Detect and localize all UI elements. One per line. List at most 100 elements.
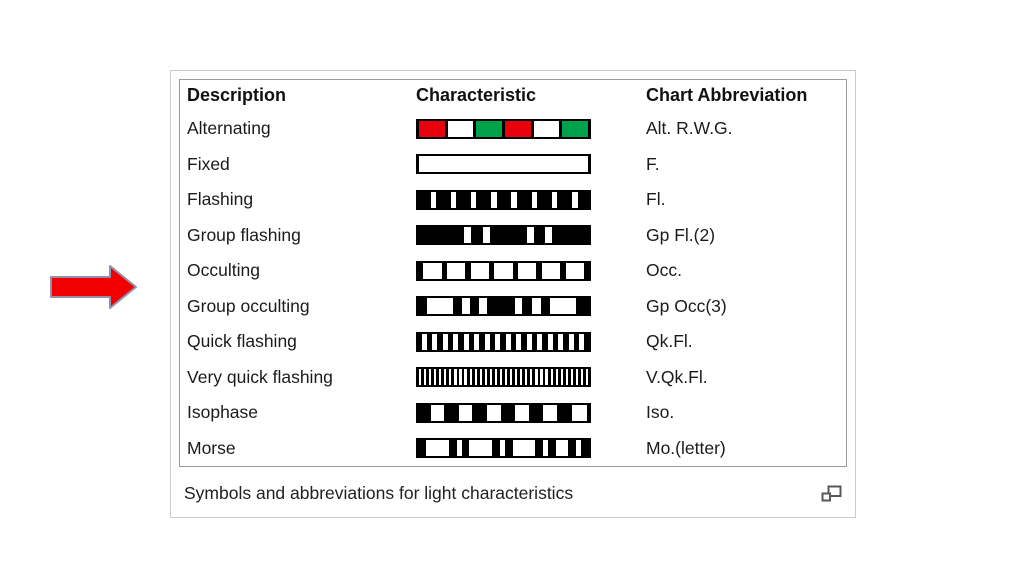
pattern-segment bbox=[486, 369, 490, 386]
pattern-segment bbox=[423, 262, 442, 279]
pattern-segment bbox=[488, 262, 495, 279]
pattern-segment bbox=[511, 191, 517, 208]
pattern-segment bbox=[476, 191, 492, 208]
characteristic-cell bbox=[416, 154, 646, 175]
table-body: Alternating Alt. R.W.G. Fixed F. Flashin… bbox=[180, 111, 846, 466]
description-cell: Very quick flashing bbox=[187, 366, 333, 387]
pattern-segment bbox=[500, 404, 516, 421]
pattern-segment bbox=[454, 369, 457, 386]
pattern-segment bbox=[447, 262, 466, 279]
pattern-segment bbox=[547, 369, 551, 386]
pattern-segment bbox=[449, 369, 452, 386]
pattern-segment bbox=[453, 298, 463, 315]
pattern-segment bbox=[549, 298, 576, 315]
pattern-segment bbox=[430, 191, 437, 208]
pattern-segment bbox=[536, 191, 552, 208]
pattern-segment bbox=[518, 262, 537, 279]
pattern-segment bbox=[552, 227, 591, 244]
pattern-segment bbox=[568, 333, 574, 350]
pattern-segment bbox=[466, 369, 470, 386]
light-characteristics-infobox: Description Characteristic Chart Abbrevi… bbox=[170, 70, 856, 518]
pattern-segment bbox=[494, 369, 497, 386]
pattern-segment bbox=[496, 191, 512, 208]
description-cell: Isophase bbox=[187, 402, 259, 423]
pattern-segment bbox=[562, 120, 589, 137]
pattern-segment bbox=[468, 333, 475, 350]
pattern-segment bbox=[426, 369, 430, 386]
pattern-segment bbox=[587, 404, 591, 421]
pattern-segment bbox=[512, 440, 535, 457]
pattern-segment bbox=[516, 333, 522, 350]
light-pattern-bar bbox=[416, 154, 591, 175]
pattern-segment bbox=[444, 369, 447, 386]
pattern-segment bbox=[575, 369, 578, 386]
pattern-segment bbox=[571, 404, 588, 421]
pattern-segment bbox=[563, 333, 569, 350]
pattern-segment bbox=[573, 333, 580, 350]
pattern-segment bbox=[525, 369, 528, 386]
pattern-segment bbox=[416, 120, 419, 137]
pattern-segment bbox=[446, 369, 450, 386]
pattern-segment bbox=[462, 298, 470, 315]
pattern-segment bbox=[514, 298, 523, 315]
table-row: Alternating Alt. R.W.G. bbox=[180, 111, 846, 147]
pattern-segment bbox=[542, 440, 548, 457]
pattern-segment bbox=[489, 369, 492, 386]
pattern-segment bbox=[543, 404, 557, 421]
pattern-segment bbox=[552, 333, 559, 350]
pattern-segment bbox=[522, 369, 526, 386]
light-pattern-bar bbox=[416, 225, 591, 246]
pattern-segment bbox=[535, 369, 538, 386]
description-cell: Group flashing bbox=[187, 224, 301, 245]
description-cell: Quick flashing bbox=[187, 331, 297, 352]
pattern-segment bbox=[444, 404, 459, 421]
pattern-segment bbox=[517, 369, 521, 386]
pattern-segment bbox=[520, 369, 523, 386]
abbreviation-cell: Occ. bbox=[646, 260, 682, 281]
characteristic-cell bbox=[416, 438, 646, 459]
pattern-segment bbox=[441, 369, 445, 386]
pattern-segment bbox=[531, 333, 538, 350]
pattern-segment bbox=[482, 227, 491, 244]
pattern-segment bbox=[510, 369, 513, 386]
table-row: Very quick flashing V.Qk.Fl. bbox=[180, 360, 846, 396]
pattern-segment bbox=[552, 369, 556, 386]
pattern-segment bbox=[464, 227, 472, 244]
pattern-segment bbox=[537, 333, 543, 350]
pattern-segment bbox=[527, 227, 534, 244]
pattern-segment bbox=[421, 369, 424, 386]
pattern-segment bbox=[585, 369, 589, 386]
pattern-segment bbox=[416, 262, 424, 279]
pattern-segment bbox=[469, 369, 472, 386]
popout-icon[interactable] bbox=[821, 485, 842, 502]
pattern-segment bbox=[542, 369, 546, 386]
pattern-segment bbox=[416, 404, 431, 421]
red-arrow-annotation bbox=[50, 265, 137, 309]
pattern-segment bbox=[478, 298, 488, 315]
pattern-segment bbox=[497, 369, 500, 386]
pattern-segment bbox=[530, 369, 533, 386]
light-pattern-bar bbox=[416, 331, 591, 352]
pattern-segment bbox=[486, 404, 501, 421]
pattern-segment bbox=[426, 440, 449, 457]
pattern-segment bbox=[470, 262, 489, 279]
pattern-segment bbox=[556, 191, 572, 208]
pattern-segment bbox=[578, 369, 581, 386]
light-pattern-bar bbox=[416, 118, 591, 139]
pattern-segment bbox=[463, 333, 469, 350]
pattern-segment bbox=[476, 369, 480, 386]
pattern-segment bbox=[536, 262, 542, 279]
pattern-segment bbox=[588, 369, 592, 386]
pattern-segment bbox=[588, 156, 591, 173]
pattern-segment bbox=[570, 369, 573, 386]
pattern-segment bbox=[547, 440, 556, 457]
pattern-segment bbox=[456, 191, 472, 208]
pattern-segment bbox=[465, 262, 471, 279]
pattern-segment bbox=[541, 262, 561, 279]
pattern-segment bbox=[499, 440, 505, 457]
pattern-segment bbox=[421, 333, 427, 350]
pattern-segment bbox=[464, 369, 467, 386]
pattern-segment bbox=[532, 369, 536, 386]
characteristic-cell bbox=[416, 296, 646, 317]
pattern-segment bbox=[479, 369, 482, 386]
